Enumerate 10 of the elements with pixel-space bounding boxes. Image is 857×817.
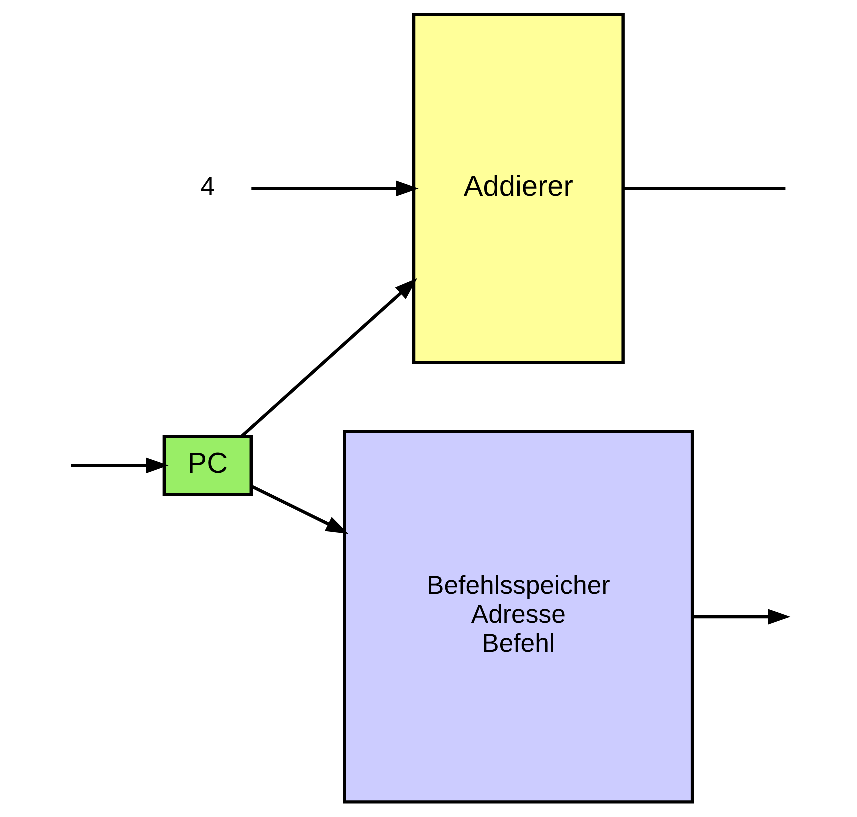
connector bbox=[624, 187, 786, 190]
arrow bbox=[71, 458, 169, 474]
arrow bbox=[252, 180, 419, 197]
node-text: 4 bbox=[200, 172, 216, 201]
node-box: Addierer bbox=[412, 13, 625, 364]
node-box: PC bbox=[162, 435, 253, 496]
arrow bbox=[693, 609, 791, 625]
arrow bbox=[240, 278, 418, 438]
node-box: Befehlsspeicher Adresse Befehl bbox=[343, 430, 694, 804]
arrow bbox=[250, 484, 349, 534]
